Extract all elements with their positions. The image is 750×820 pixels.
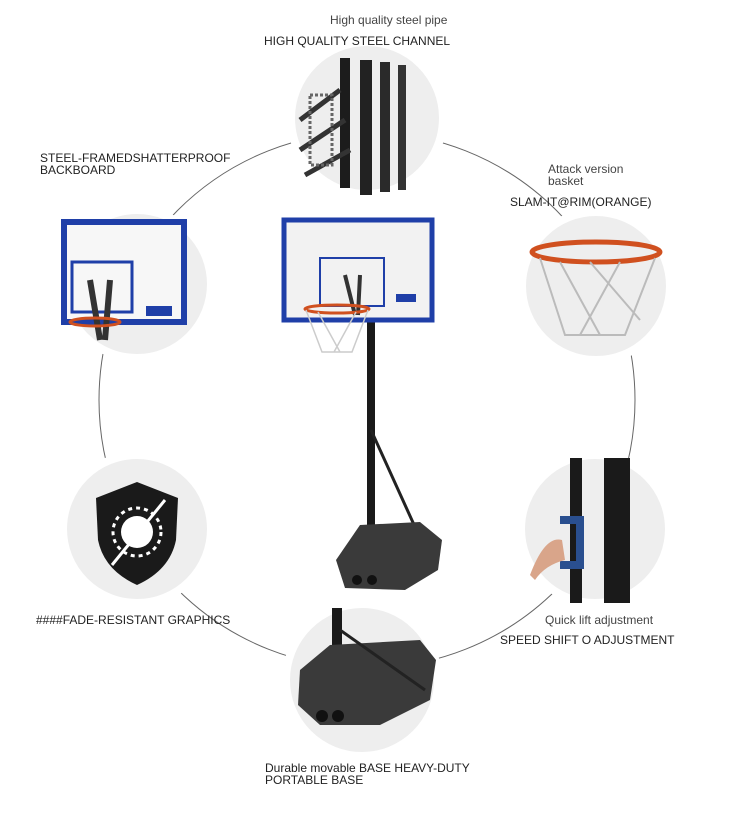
base-title: Durable movable BASE HEAVY-DUTY PORTABLE… <box>265 761 470 787</box>
steel-pipe-subtitle: High quality steel pipe <box>330 13 448 27</box>
portable-base-image <box>282 600 442 760</box>
lift-title: SPEED SHIFT O ADJUSTMENT <box>500 633 675 647</box>
fade-resistant-image <box>59 451 215 607</box>
backboard-title: STEEL-FRAMEDSHATTERPROOF BACKBOARD <box>40 151 231 177</box>
fade-resistant-title: ####FADE-RESISTANT GRAPHICS <box>36 613 231 627</box>
rim-subtitle: Attack version basket <box>548 162 624 188</box>
steel-channel-image <box>287 38 447 198</box>
lift-subtitle: Quick lift adjustment <box>545 613 654 627</box>
basketball-hoop-product-image <box>281 217 442 590</box>
backboard-image <box>59 206 215 362</box>
steel-channel-title: HIGH QUALITY STEEL CHANNEL <box>264 34 451 48</box>
rim-title: SLAM-IT@RIM(ORANGE) <box>510 195 652 209</box>
rim-image <box>518 208 674 364</box>
lift-adjustment-image <box>517 451 673 607</box>
